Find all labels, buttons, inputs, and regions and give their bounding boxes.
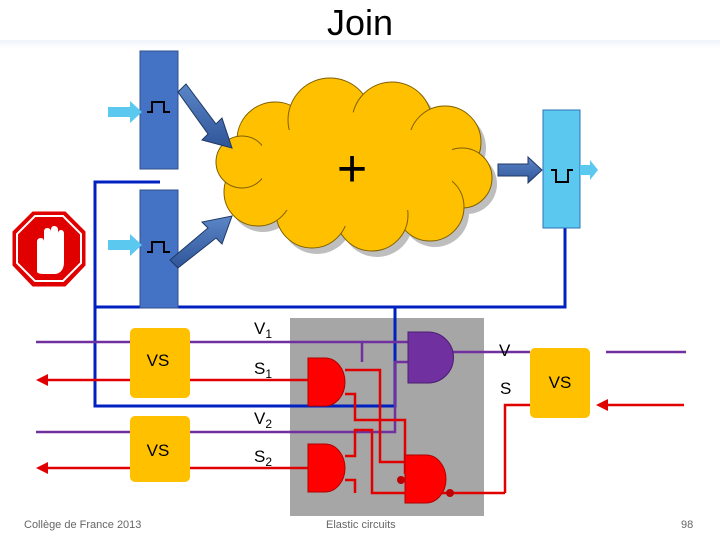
valid-wires xyxy=(36,340,686,434)
valid-and-gate xyxy=(407,331,454,384)
label-v1: V1 xyxy=(254,319,272,341)
vs-label: VS xyxy=(147,351,170,370)
stop-and-gate-2 xyxy=(307,443,346,493)
inverter-bubble xyxy=(446,489,454,497)
data-path-arrows xyxy=(169,83,543,269)
input-register-bottom xyxy=(139,189,179,309)
output-register xyxy=(542,109,581,229)
vs-label: VS xyxy=(549,373,572,392)
vs-box-right: VS xyxy=(530,348,590,418)
stop-wires xyxy=(40,368,684,495)
inverter-bubble xyxy=(397,476,405,484)
combinational-cloud xyxy=(215,77,497,257)
stop-and-gate-3 xyxy=(404,454,447,504)
label-v2: V2 xyxy=(254,409,272,431)
slide-title: Join xyxy=(326,2,394,43)
data-input-arrows xyxy=(108,101,598,256)
join-plus-symbol: + xyxy=(337,140,367,198)
label-v-out: V xyxy=(499,341,511,360)
stop-arrowheads xyxy=(36,374,608,474)
label-s1: S1 xyxy=(254,359,272,381)
label-s2: S2 xyxy=(254,447,272,469)
stop-and-gate-1 xyxy=(307,357,346,407)
vs-label: VS xyxy=(147,441,170,460)
footer-center: Elastic circuits xyxy=(326,519,396,531)
vs-box-left-bottom: VS xyxy=(130,416,190,482)
stop-sign-icon xyxy=(9,208,89,290)
label-s-out: S xyxy=(500,379,511,398)
vs-box-left-top: VS xyxy=(130,328,190,398)
page-number: 98 xyxy=(681,519,694,531)
input-register-top xyxy=(139,50,179,170)
footer-left: Collège de France 2013 xyxy=(24,519,142,531)
title-band xyxy=(0,40,720,48)
